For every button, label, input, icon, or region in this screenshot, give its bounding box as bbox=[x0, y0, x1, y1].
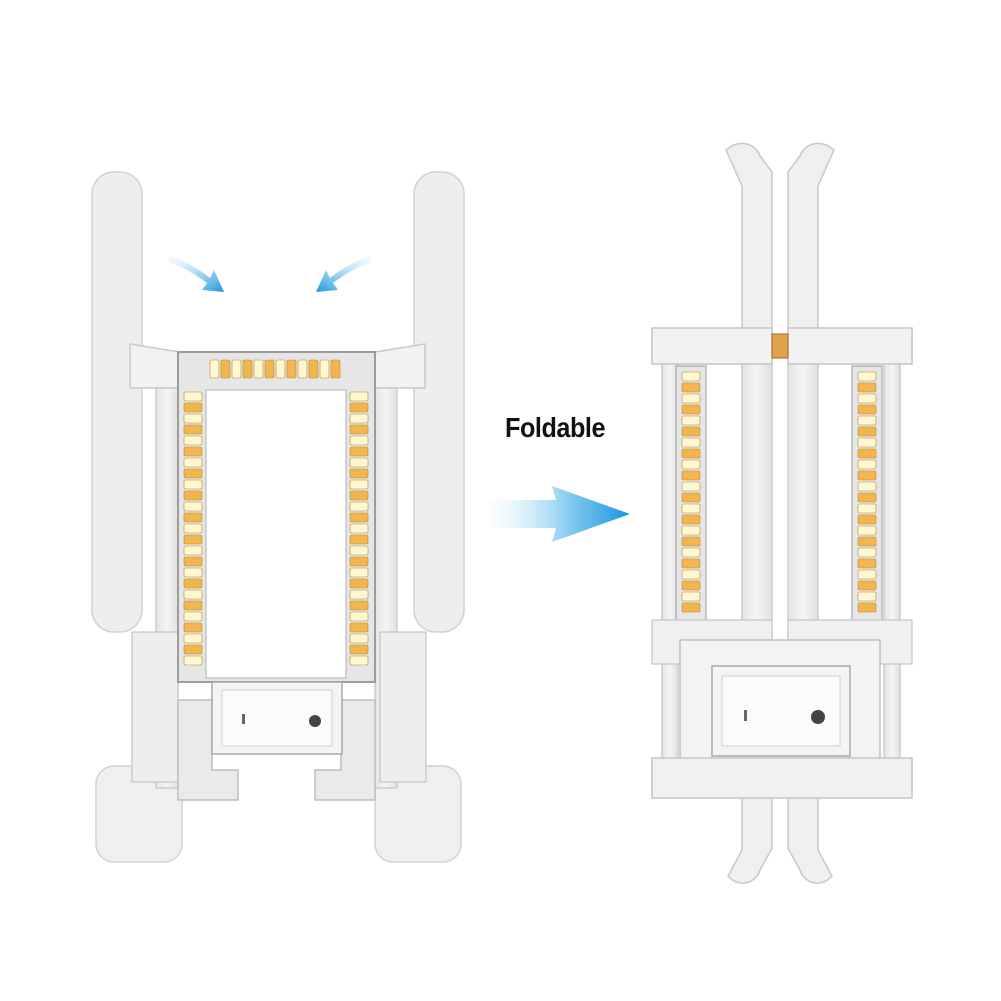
arrow-in-left-icon bbox=[168, 255, 224, 292]
arrow-in-right-icon bbox=[316, 255, 372, 292]
unfolded-led-stand bbox=[91, 171, 465, 863]
arrow-right-icon bbox=[488, 486, 630, 542]
caption-foldable: Foldable bbox=[505, 412, 606, 443]
folded-led-stand bbox=[651, 142, 913, 884]
